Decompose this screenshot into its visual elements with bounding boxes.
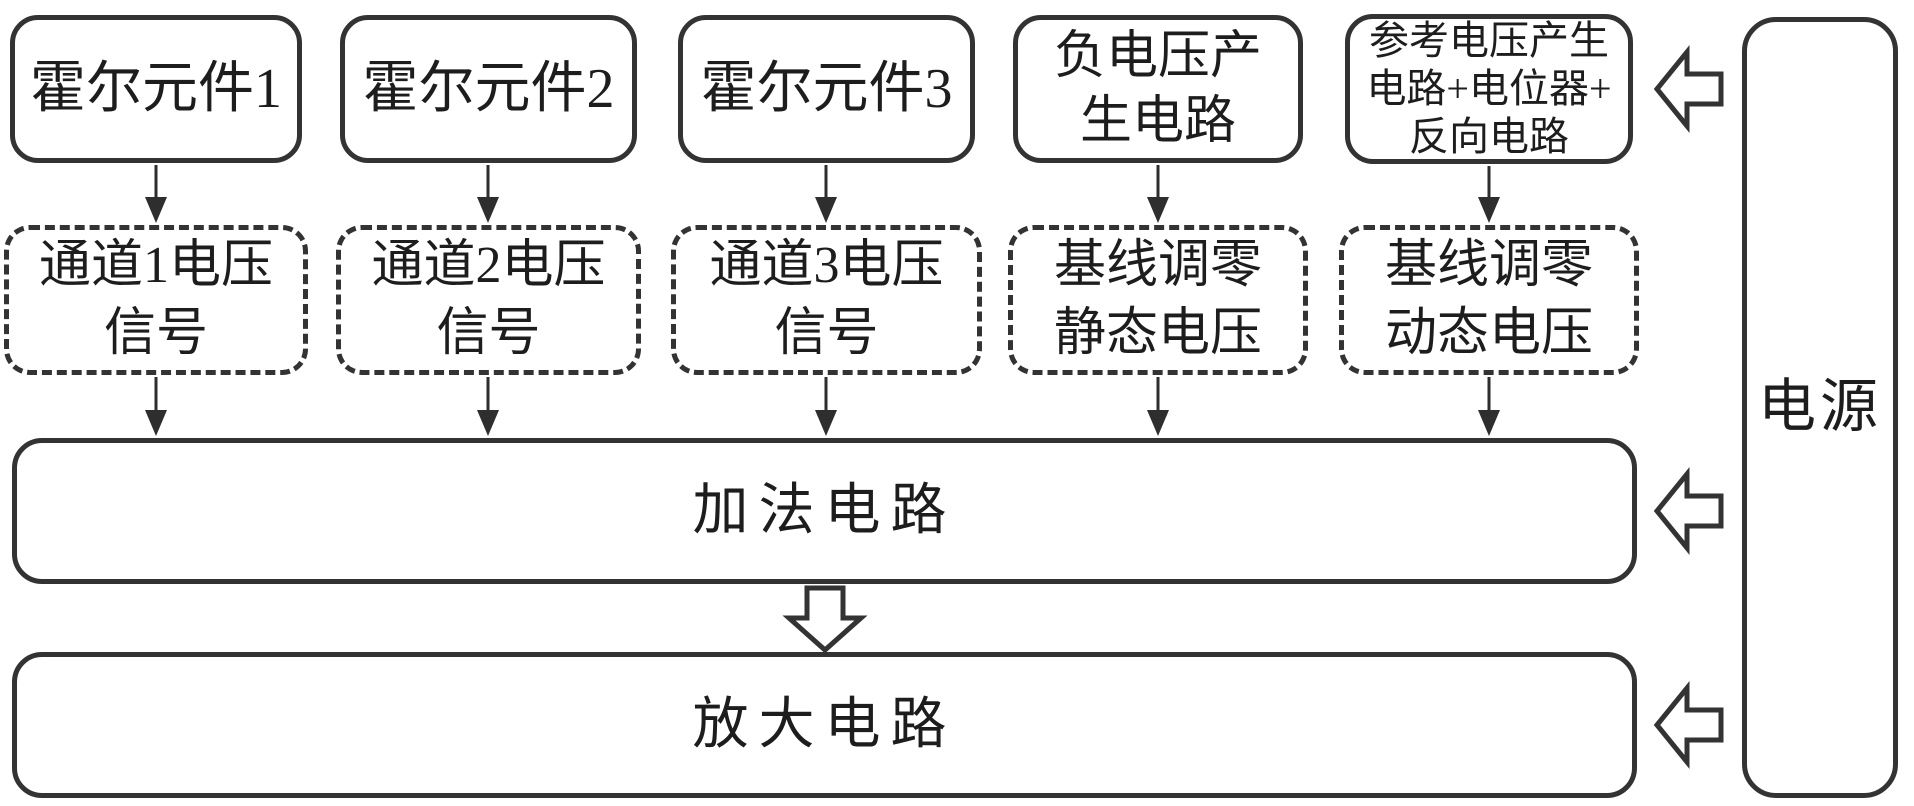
hall-element-2-box: 霍尔元件2 xyxy=(340,15,637,163)
baseline-zeroing-static-voltage-box: 基线调零 静态电压 xyxy=(1008,225,1308,375)
arrow-hall1-to-channel1 xyxy=(145,165,167,223)
power-to-amplifier-hollow-arrow xyxy=(1653,680,1724,770)
channel-2-voltage-signal-box: 通道2电压 信号 xyxy=(336,225,641,375)
arrow-channel2-to-adder xyxy=(477,377,499,436)
amplifier-circuit-box: 放大电路 xyxy=(12,652,1637,798)
hall-element-3-box: 霍尔元件3 xyxy=(678,15,975,163)
channel-1-voltage-signal-box: 通道1电压 信号 xyxy=(4,225,308,375)
power-to-adder-hollow-arrow xyxy=(1653,466,1724,556)
channel-3-voltage-signal-box: 通道3电压 信号 xyxy=(671,225,982,375)
power-supply-box: 电源 xyxy=(1742,17,1898,798)
adder-circuit-box: 加法电路 xyxy=(12,438,1637,584)
arrow-hall3-to-channel3 xyxy=(815,165,837,223)
arrow-channel1-to-adder xyxy=(145,377,167,436)
adder-to-amplifier-hollow-arrow xyxy=(782,585,868,654)
arrow-channel3-to-adder xyxy=(815,377,837,436)
arrow-negative-voltage-to-static-baseline xyxy=(1147,165,1169,223)
arrow-reference-voltage-to-dynamic-baseline xyxy=(1478,166,1500,223)
negative-voltage-generation-circuit-box: 负电压产 生电路 xyxy=(1013,15,1303,163)
arrow-hall2-to-channel2 xyxy=(477,165,499,223)
baseline-zeroing-dynamic-voltage-box: 基线调零 动态电压 xyxy=(1339,225,1639,375)
hall-element-1-box: 霍尔元件1 xyxy=(10,15,302,163)
power-to-reference-voltage-hollow-arrow xyxy=(1653,44,1724,134)
reference-voltage-potentiometer-inverter-circuit-box: 参考电压产生 电路+电位器+ 反向电路 xyxy=(1345,14,1633,164)
arrow-dynamic-baseline-to-adder xyxy=(1478,377,1500,436)
arrow-static-baseline-to-adder xyxy=(1147,377,1169,436)
